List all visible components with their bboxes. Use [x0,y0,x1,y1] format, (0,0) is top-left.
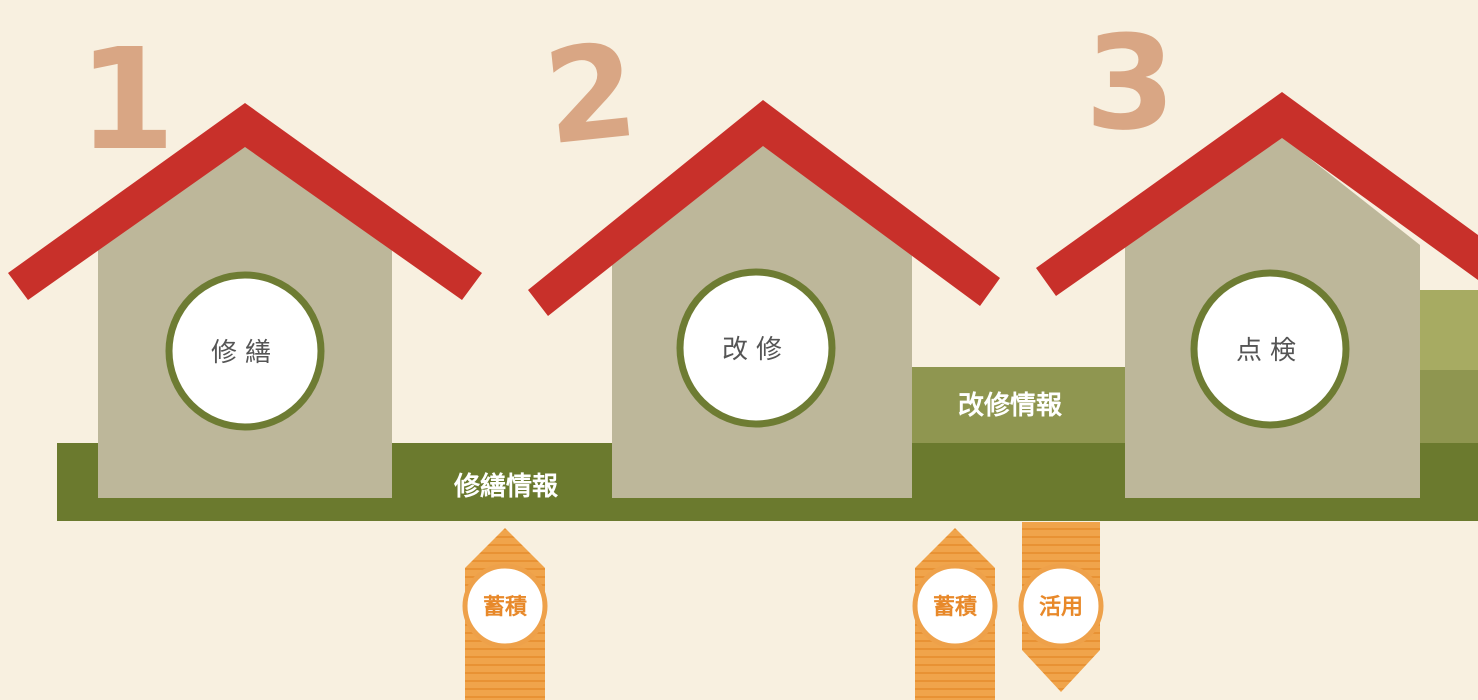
step-number-1: 1 [78,19,175,182]
renovation-info-label: 改修情報 [958,390,1063,421]
step-circle-1 [165,271,325,431]
house-1: 修繕 [8,103,482,498]
utilize-arrow: 活用 [1018,522,1104,692]
house-2: 改修 [528,100,1000,498]
step-number-2: 2 [538,14,644,175]
house-3: 点検 [1036,92,1478,498]
accumulate-label-2: 蓄積 [933,595,978,620]
roof-2 [528,100,1000,316]
step-circle-2 [676,268,836,428]
right-edge-block [1420,290,1478,370]
step-label-3: 点検 [1236,336,1304,366]
step-label-1: 修繕 [211,338,279,368]
accumulate-label-1: 蓄積 [483,595,528,620]
accumulate-arrow-1: 蓄積 [462,528,548,700]
repair-info-label: 修繕情報 [453,471,559,502]
accumulate-arrow-2: 蓄積 [912,528,998,700]
step-label-2: 改修 [722,335,790,365]
roof-3 [1036,92,1478,296]
step-circle-3 [1190,269,1350,429]
step-number-3: 3 [1085,7,1175,159]
roof-1 [8,103,482,300]
utilize-label: 活用 [1039,595,1083,620]
